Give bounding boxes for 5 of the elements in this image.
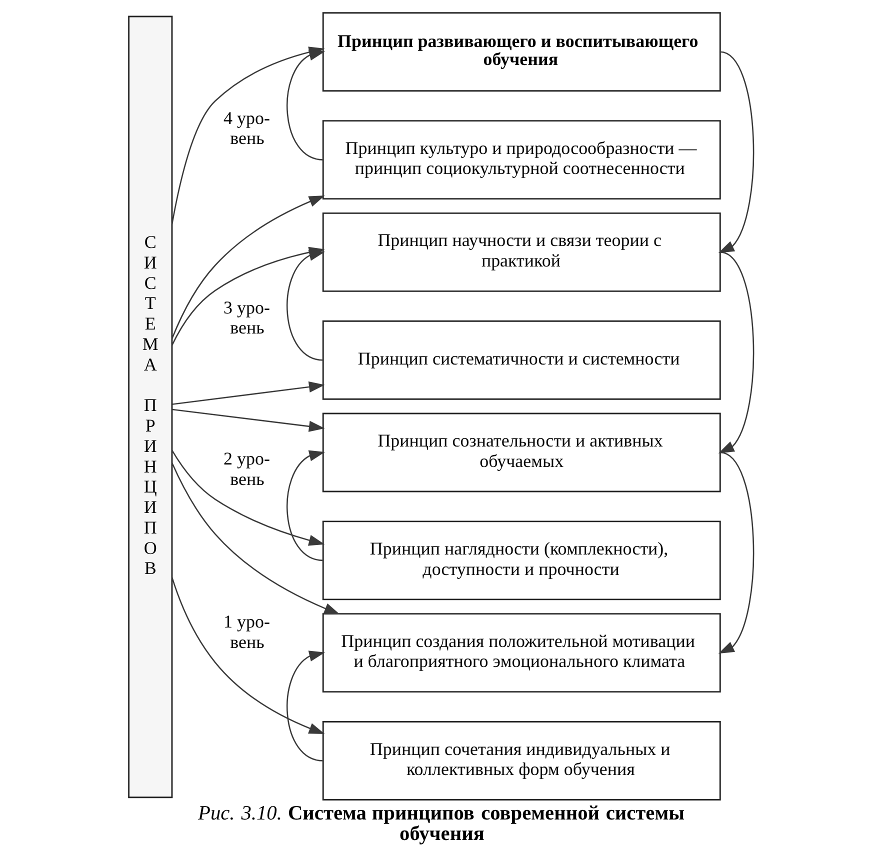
label: 3 уро- вень xyxy=(224,297,270,338)
caption: Рис. 3.10. Система принципов современной системы обучения xyxy=(198,802,685,846)
label: 1 уро- вень xyxy=(224,612,270,652)
label: 4 уро- вень xyxy=(224,108,270,148)
label: 2 уро- вень xyxy=(224,448,270,489)
